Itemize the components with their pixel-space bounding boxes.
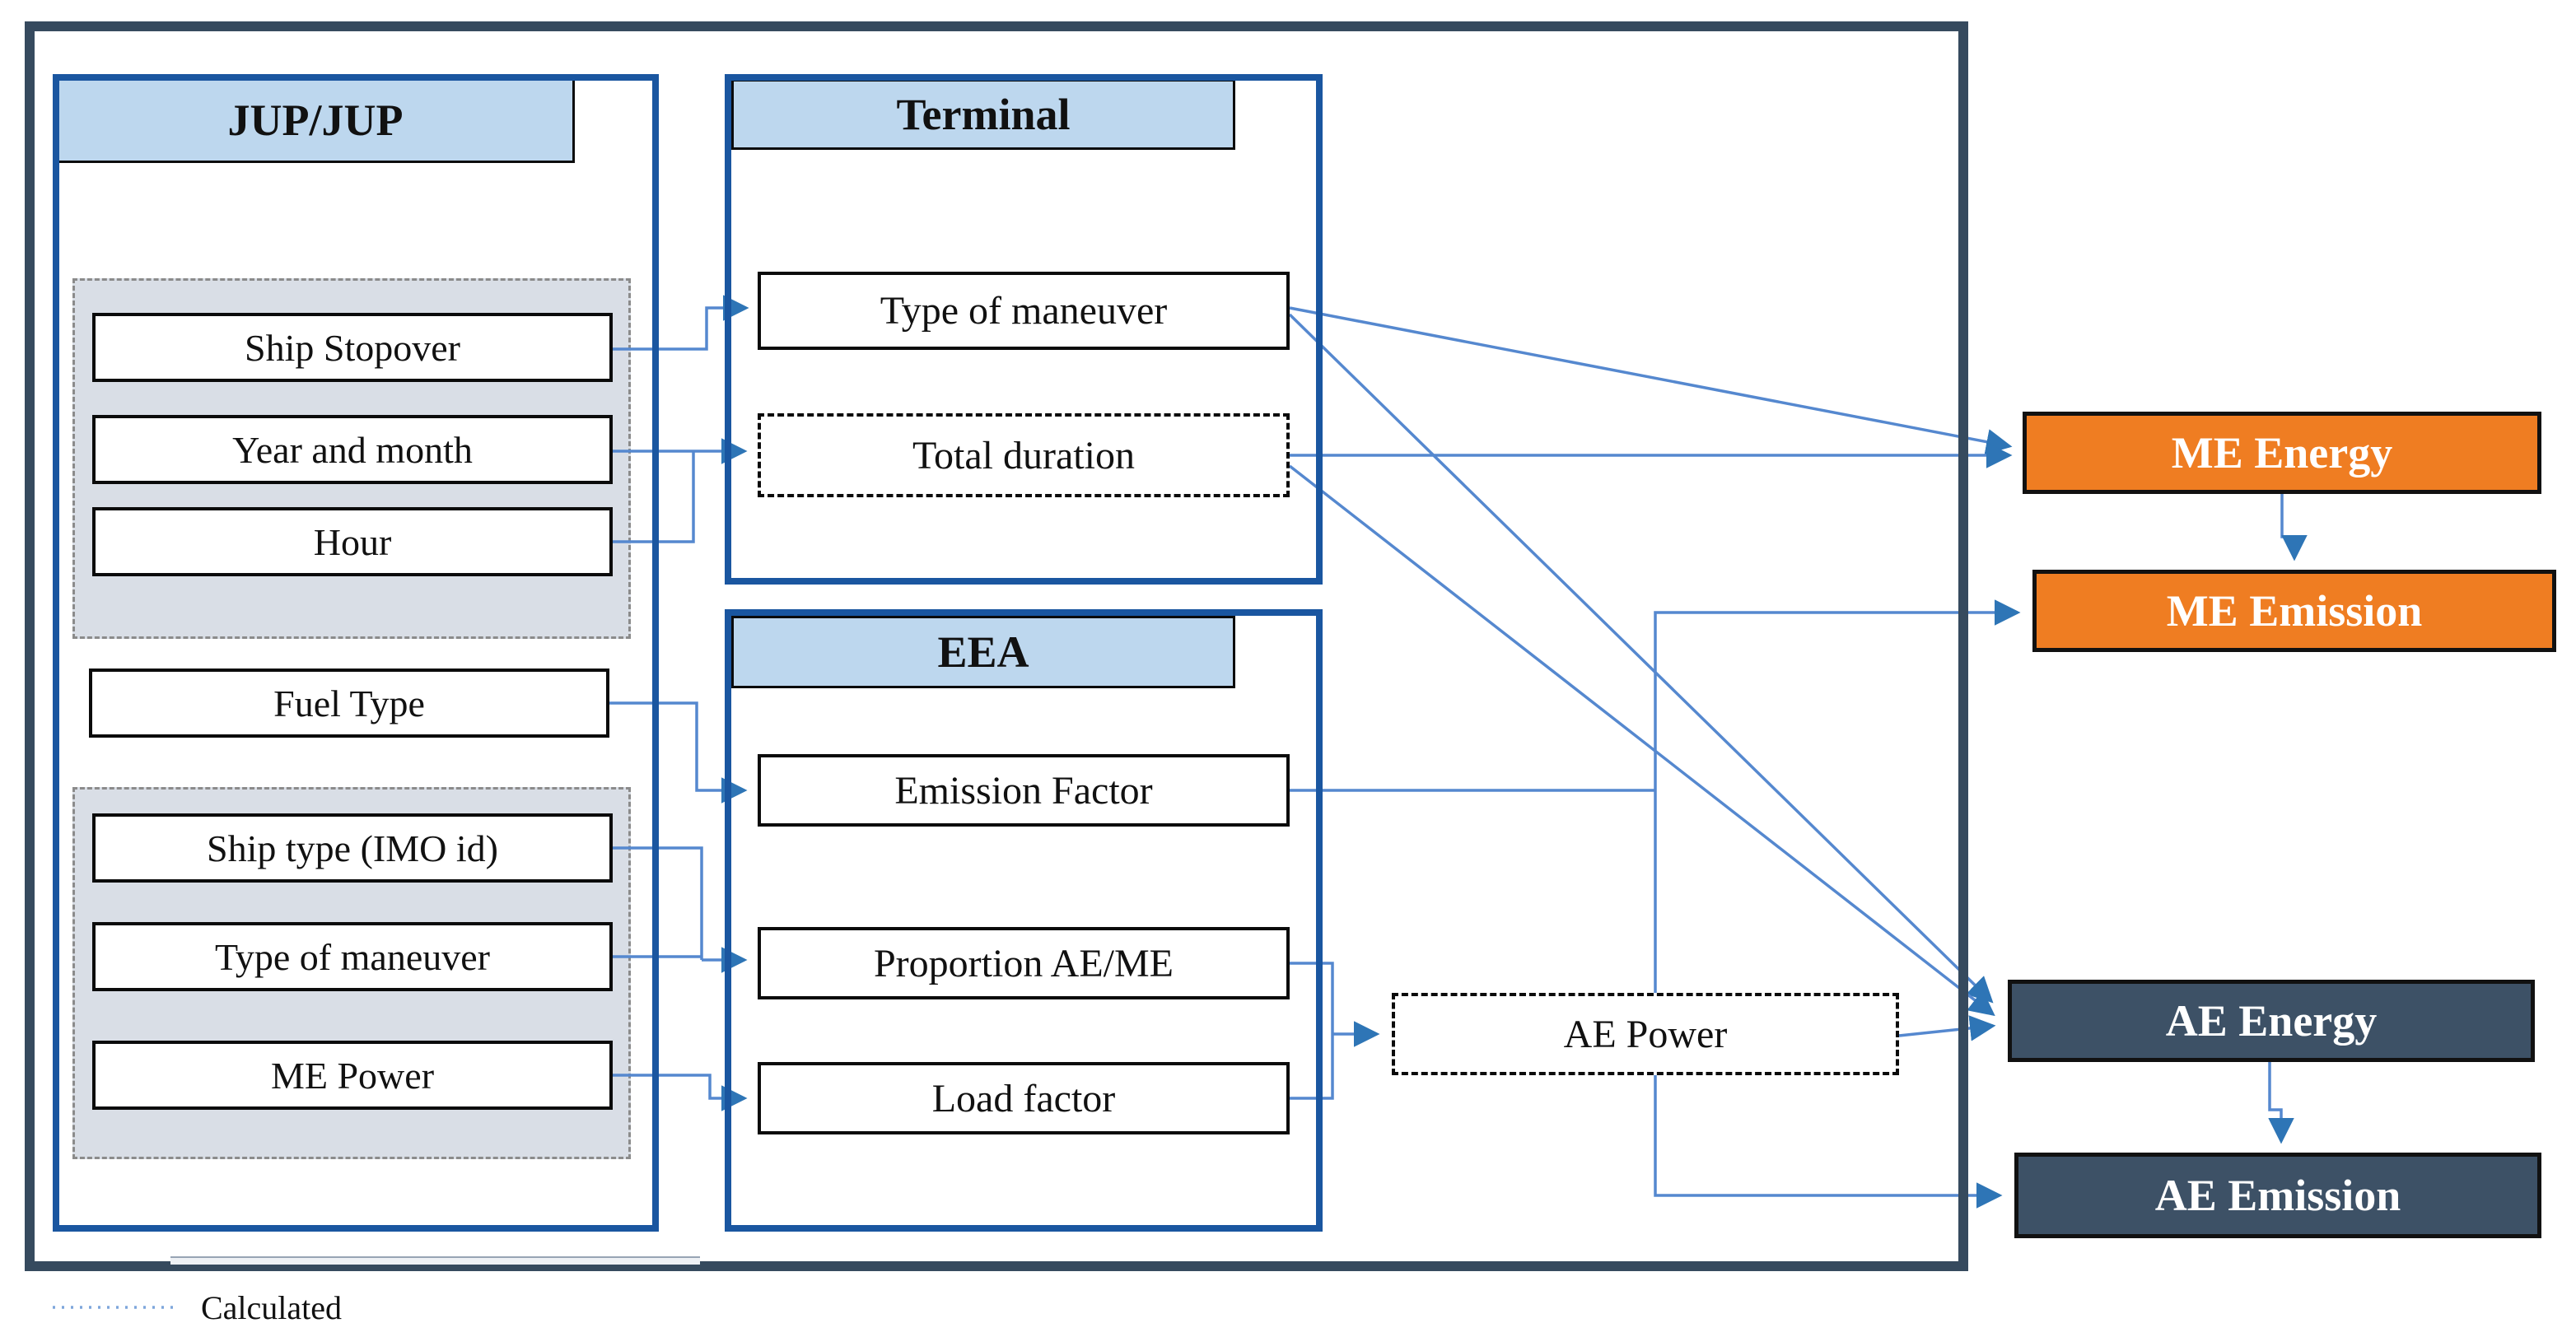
jup-panel-title: JUP/JUP bbox=[56, 77, 575, 163]
output-me-emission: ME Emission bbox=[2032, 570, 2556, 652]
output-me-energy-label: ME Energy bbox=[2171, 428, 2393, 478]
clipped-legend-box-edge bbox=[170, 1256, 700, 1265]
arrow-emission-factor-to-ae-emission bbox=[1654, 790, 2003, 1209]
node-me-power: ME Power bbox=[92, 1041, 613, 1110]
arrow-fuel-type-to-emission-factor bbox=[609, 701, 748, 804]
arrow-terminal-maneuver-to-me-energy bbox=[1289, 306, 2013, 455]
node-terminal-maneuver: Type of maneuver bbox=[758, 272, 1290, 350]
node-total-duration-label: Total duration bbox=[912, 433, 1135, 478]
arrow-me-power-to-load-factor bbox=[613, 1074, 748, 1111]
line-load-factor-join bbox=[1290, 1034, 1334, 1100]
node-ae-power-label: AE Power bbox=[1563, 1012, 1728, 1056]
node-ship-type: Ship type (IMO id) bbox=[92, 813, 613, 883]
node-load-factor: Load factor bbox=[758, 1062, 1290, 1134]
line-hour-join bbox=[613, 451, 695, 543]
arrow-ae-energy-to-ae-emission bbox=[2268, 1062, 2294, 1144]
node-fuel-type-label: Fuel Type bbox=[273, 682, 425, 724]
node-ship-type-label: Ship type (IMO id) bbox=[207, 827, 498, 869]
node-proportion: Proportion AE/ME bbox=[758, 927, 1290, 999]
legend-calculated: Calculated bbox=[201, 1286, 547, 1329]
line-ship-type-join bbox=[613, 846, 703, 960]
eea-panel-title: EEA bbox=[731, 616, 1235, 688]
node-maneuver-left-label: Type of maneuver bbox=[215, 935, 490, 978]
node-ship-stopover-label: Ship Stopover bbox=[245, 326, 460, 369]
output-ae-emission-label: AE Emission bbox=[2154, 1171, 2401, 1220]
arrow-terminal-maneuver-to-ae-energy bbox=[1288, 313, 1994, 1004]
node-total-duration: Total duration bbox=[758, 413, 1290, 497]
line-proportion-join bbox=[1290, 962, 1334, 1034]
node-emission-factor-label: Emission Factor bbox=[894, 768, 1153, 813]
node-hour-label: Hour bbox=[313, 520, 392, 563]
node-load-factor-label: Load factor bbox=[931, 1076, 1116, 1120]
output-ae-energy: AE Energy bbox=[2008, 980, 2535, 1062]
arrow-me-energy-to-me-emission bbox=[2280, 494, 2308, 561]
node-emission-factor: Emission Factor bbox=[758, 754, 1290, 827]
eea-title-label: EEA bbox=[937, 627, 1029, 677]
jup-title-label: JUP/JUP bbox=[227, 96, 404, 145]
output-me-emission-label: ME Emission bbox=[2166, 586, 2423, 636]
node-year-month-label: Year and month bbox=[232, 428, 473, 471]
node-hour: Hour bbox=[92, 507, 613, 576]
node-maneuver-left: Type of maneuver bbox=[92, 922, 613, 991]
arrow-ae-power-to-ae-energy bbox=[1898, 1015, 1996, 1041]
node-fuel-type: Fuel Type bbox=[89, 668, 609, 738]
arrow-total-duration-to-ae-energy bbox=[1288, 464, 1995, 1017]
node-terminal-maneuver-label: Type of maneuver bbox=[880, 289, 1168, 333]
arrow-emission-factor-to-me-emission bbox=[1654, 599, 2021, 790]
output-ae-emission: AE Emission bbox=[2014, 1153, 2541, 1238]
arrow-ship-stopover-to-terminal-maneuver bbox=[613, 295, 749, 351]
node-proportion-label: Proportion AE/ME bbox=[873, 941, 1174, 985]
output-me-energy: ME Energy bbox=[2023, 412, 2541, 494]
node-me-power-label: ME Power bbox=[270, 1054, 435, 1097]
node-ae-power: AE Power bbox=[1392, 993, 1899, 1075]
output-ae-energy-label: AE Energy bbox=[2165, 996, 2378, 1046]
terminal-panel-title: Terminal bbox=[731, 79, 1235, 150]
legend-calculated-label: Calculated bbox=[201, 1288, 343, 1326]
terminal-title-label: Terminal bbox=[896, 90, 1071, 139]
node-ship-stopover: Ship Stopover bbox=[92, 313, 613, 382]
node-year-month: Year and month bbox=[92, 415, 613, 484]
